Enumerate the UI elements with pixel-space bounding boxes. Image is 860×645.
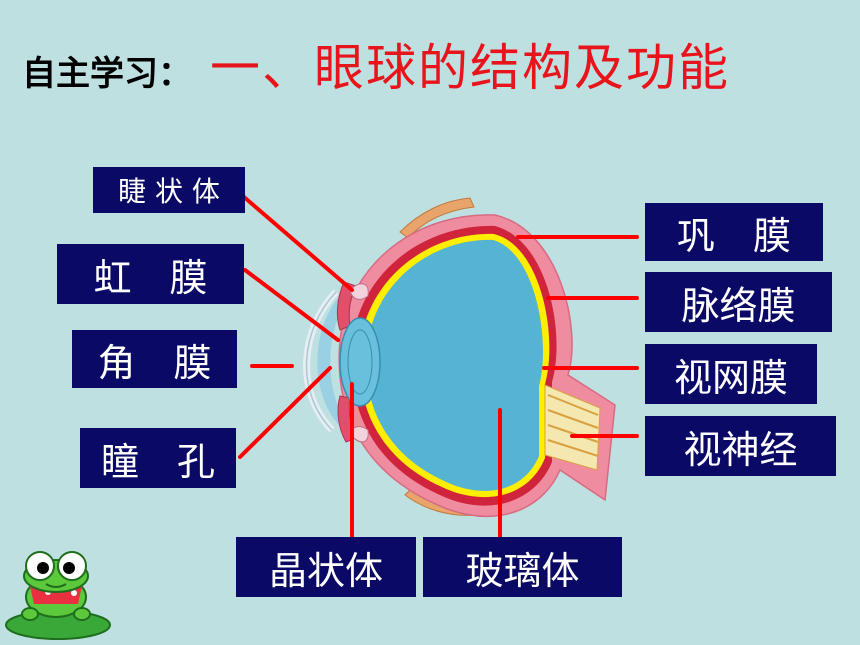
- leader-ciliary-body: [242, 195, 354, 292]
- heading-prefix: 自主学习：: [22, 54, 192, 94]
- ciliary-body-upper: [349, 283, 369, 300]
- label-cornea: 角 膜: [72, 330, 237, 388]
- label-lens: 晶状体: [236, 537, 416, 597]
- lens: [339, 317, 381, 407]
- label-choroid: 脉络膜: [645, 272, 832, 332]
- label-retina: 视网膜: [645, 344, 817, 404]
- label-vitreous: 玻璃体: [423, 537, 622, 597]
- page-title: 一、眼球的结构及功能: [210, 39, 730, 97]
- label-iris: 虹 膜: [57, 244, 244, 304]
- label-ciliary-body: 睫 状 体: [93, 167, 245, 213]
- page-heading: 自主学习： 一、眼球的结构及功能: [22, 28, 730, 100]
- leader-pupil: [238, 366, 332, 459]
- optic-nerve: [544, 384, 601, 471]
- label-sclera: 巩 膜: [645, 203, 823, 261]
- frog-mascot-icon: [5, 551, 111, 640]
- leader-iris: [243, 268, 340, 342]
- label-pupil: 瞳 孔: [80, 428, 236, 488]
- upper-eyelid: [399, 197, 475, 239]
- label-optic-nerve: 视神经: [645, 416, 836, 476]
